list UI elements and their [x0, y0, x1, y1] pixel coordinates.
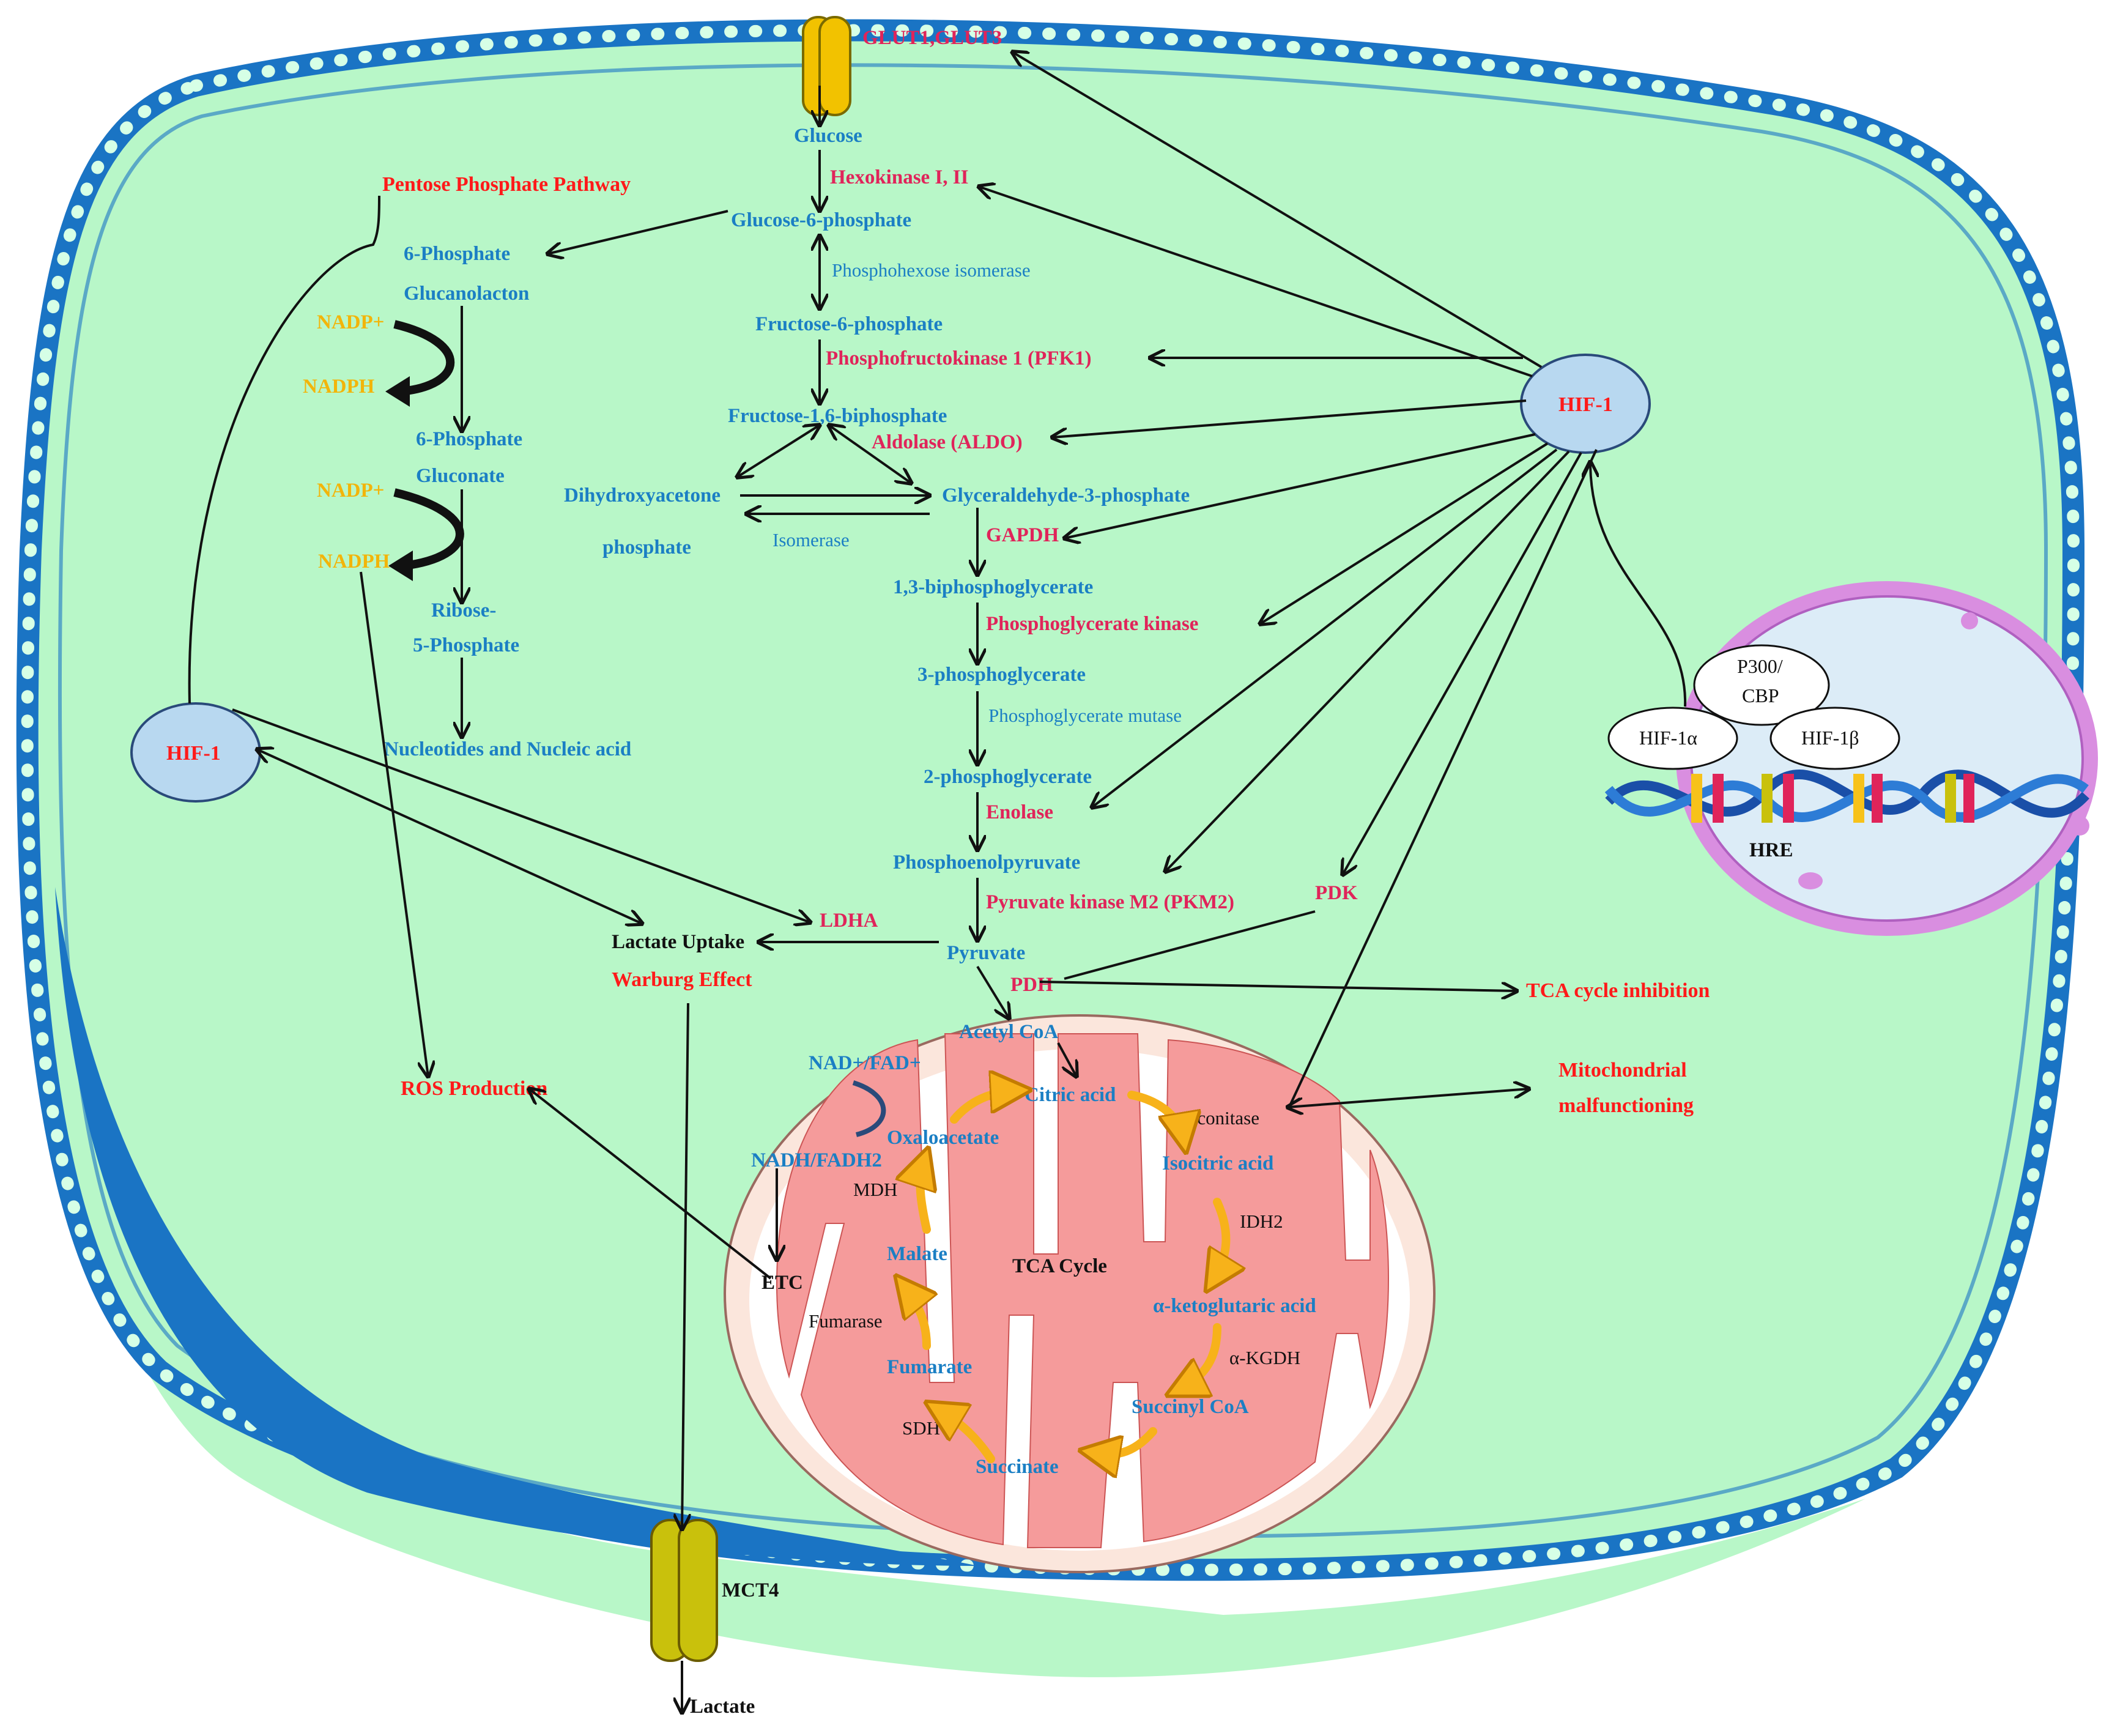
tca-cycle-arrows	[905, 1091, 1226, 1459]
enolase-label: Enolase	[986, 801, 1053, 823]
fumarate-label: Fumarate	[887, 1356, 972, 1378]
pgm-label: Phosphoglycerate mutase	[988, 705, 1182, 726]
mito-malf-label-1: Mitochondrial	[1558, 1059, 1687, 1081]
p300-cbp-node	[1693, 644, 1830, 726]
glut-label: GLUT1,GLUT3	[862, 27, 1002, 49]
mito-malf-label-2: malfunctioning	[1558, 1094, 1694, 1117]
nadp-label-1: NADP+	[317, 311, 384, 333]
malate-label: Malate	[887, 1243, 947, 1265]
acetyl-coa-label: Acetyl CoA	[959, 1021, 1058, 1043]
nadph-label-2: NADPH	[318, 551, 390, 573]
nadp-curve-arrow-2-head	[388, 551, 413, 581]
membrane-bead-row-inner	[57, 63, 2048, 1538]
pdh-label: PDH	[1010, 974, 1053, 996]
isocitric-label: Isocitric acid	[1162, 1152, 1273, 1174]
pdk-label: PDK	[1315, 882, 1358, 904]
pfk-label: Phosphofructokinase 1 (PFK1)	[826, 347, 1092, 369]
aconitase-label: Aconitase	[1184, 1107, 1259, 1129]
pyruvate-label: Pyruvate	[947, 942, 1025, 964]
pg2-label: 2-phosphoglycerate	[924, 766, 1092, 788]
ppp-title: Pentose Phosphate Pathway	[382, 173, 631, 196]
g3p-label: Glyceraldehyde-3-phosphate	[942, 484, 1190, 506]
hif1-alpha-node	[1607, 707, 1738, 770]
glucanolacton-label-2: Glucanolacton	[404, 283, 529, 305]
nadp-curve-arrow-1-head	[385, 376, 410, 407]
akg-label: α-ketoglutaric acid	[1153, 1295, 1316, 1317]
ribose-label-1: Ribose-	[431, 599, 496, 621]
mdh-label: MDH	[853, 1179, 897, 1200]
nadph-label-1: NADPH	[303, 376, 375, 398]
g6p-label: Glucose-6-phosphate	[731, 209, 911, 231]
f6p-label: Fructose-6-phosphate	[755, 313, 943, 335]
lactate-uptake-label: Lactate Uptake	[612, 931, 744, 953]
pkm2-label: Pyruvate kinase M2 (PKM2)	[986, 891, 1234, 913]
tca-cycle-label: TCA Cycle	[1012, 1255, 1107, 1277]
hre-label: HRE	[1749, 839, 1793, 861]
sdh-label: SDH	[902, 1417, 940, 1439]
hexokinase-label: Hexokinase I, II	[830, 166, 968, 188]
dna-helix	[1604, 770, 2089, 823]
nad-hook-arrow	[852, 1080, 886, 1137]
isomerase-label: Isomerase	[773, 529, 850, 551]
hif1-alpha-label: HIF-1α	[1639, 727, 1697, 749]
fumarase-label: Fumarase	[809, 1310, 883, 1332]
gapdh-label: GAPDH	[986, 524, 1059, 546]
citric-label: Citric acid	[1025, 1084, 1116, 1106]
hif1-right-label: HIF-1	[1558, 393, 1613, 416]
aldolase-label: Aldolase (ALDO)	[872, 431, 1023, 453]
nucleotides-label: Nucleotides and Nucleic acid	[384, 738, 631, 760]
p300-label: P300/	[1737, 655, 1783, 677]
f16bp-label: Fructose-1,6-biphosphate	[728, 405, 947, 427]
oxaloacetate-label: Oxaloacetate	[887, 1127, 999, 1149]
gluconate-label-2: Gluconate	[416, 465, 505, 487]
hif1-left-label: HIF-1	[166, 742, 221, 765]
akgdh-label: α-KGDH	[1229, 1347, 1300, 1368]
hif1-beta-label: HIF-1β	[1801, 727, 1859, 749]
nad-fad-label: NAD+/FAD+	[809, 1052, 921, 1074]
dhap-label-1: Dihydroxyacetone	[564, 484, 721, 506]
mct4-transporter	[650, 1519, 718, 1662]
mct4-label: MCT4	[722, 1579, 779, 1601]
nucleus	[1676, 581, 2098, 936]
bpg-label: 1,3-biphosphoglycerate	[893, 576, 1093, 598]
nadh-fadh2-label: NADH/FADH2	[751, 1149, 882, 1171]
membrane-bead-row	[21, 24, 2080, 1576]
ros-label: ROS Production	[401, 1077, 547, 1100]
glucanolacton-label-1: 6-Phosphate	[404, 243, 510, 265]
lactate-export-label: Lactate	[690, 1696, 755, 1718]
gluconate-label-1: 6-Phosphate	[416, 428, 522, 450]
nadp-label-2: NADP+	[317, 480, 384, 502]
lower-membrane-fold	[55, 887, 979, 1566]
cbp-label: CBP	[1742, 684, 1779, 707]
warburg-label: Warburg Effect	[612, 968, 752, 991]
succinyl-coa-label: Succinyl CoA	[1132, 1396, 1249, 1418]
pathway-arrows	[188, 52, 1687, 1713]
glucose-label: Glucose	[794, 125, 862, 147]
pgk-label: Phosphoglycerate kinase	[986, 613, 1198, 635]
pg3-label: 3-phosphoglycerate	[917, 664, 1086, 686]
idh2-label: IDH2	[1240, 1211, 1283, 1232]
ribose-label-2: 5-Phosphate	[413, 634, 519, 656]
glut-transporter	[802, 16, 851, 116]
hif1-beta-node	[1769, 707, 1900, 770]
pep-label: Phosphoenolpyruvate	[893, 851, 1080, 874]
nadp-curve-arrow-2	[393, 488, 464, 570]
hif1-right-node	[1520, 354, 1651, 454]
ldha-label: LDHA	[820, 910, 878, 932]
nadp-curve-arrow-1	[393, 320, 455, 396]
dhap-label-2: phosphate	[602, 536, 691, 558]
phi-label: Phosphohexose isomerase	[832, 259, 1031, 281]
tca-inhibition-label: TCA cycle inhibition	[1526, 979, 1710, 1002]
